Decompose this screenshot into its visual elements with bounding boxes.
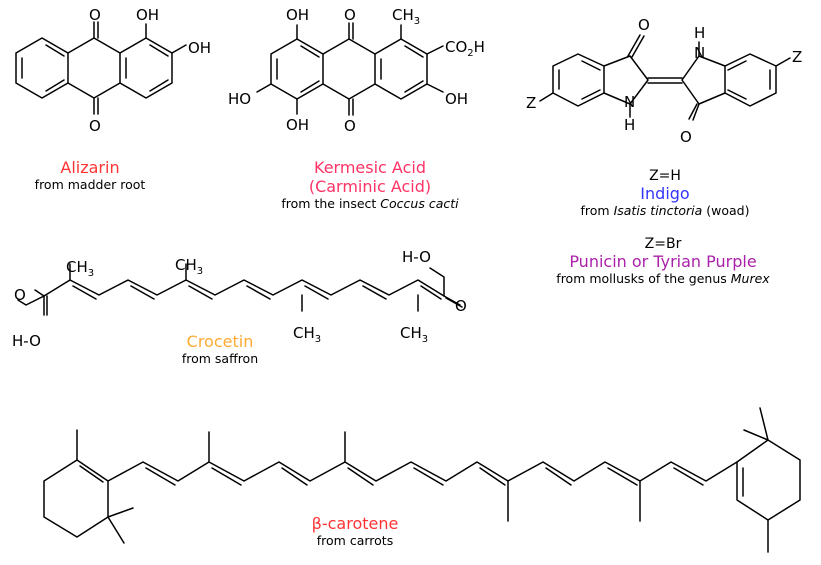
crocetin-ch3-2: CH3: [175, 256, 203, 277]
alizarin-carbonyl-o-bottom: O: [89, 117, 101, 135]
indigo-n-bottom: N: [624, 93, 635, 111]
kermesic-name-line1: Kermesic Acid: [314, 158, 426, 177]
punicin-source: from mollusks of the genus Murex: [556, 271, 770, 286]
indigo-n-top: N: [694, 44, 705, 62]
crocetin-source: from saffron: [181, 351, 259, 366]
beta-carotene-structure: [43, 407, 801, 553]
indigo-z-value: Z=H: [649, 168, 681, 184]
alizarin-caption: Alizarin from madder root: [10, 158, 170, 193]
kermesic-ch3: CH3: [392, 6, 420, 27]
crocetin-ch3-3: CH3: [293, 324, 321, 345]
crocetin-ch3-4: CH3: [400, 324, 428, 345]
kermesic-acid-structure: OH O CH3 CO2H HO OH O OH: [228, 6, 485, 135]
alizarin-structure: O O OH OH: [15, 6, 211, 135]
carotene-caption: β-carotene from carrots: [290, 514, 420, 549]
crocetin-structure: CH3 CH3 CH3 CH3 O H-O H-O O: [12, 248, 467, 350]
crocetin-name: Crocetin: [186, 332, 254, 351]
kermesic-name-line2: (Carminic Acid): [308, 177, 432, 196]
crocetin-ch3-1: CH3: [66, 258, 94, 279]
kermesic-co2h: CO2H: [445, 38, 485, 59]
punicin-z-value: Z=Br: [644, 236, 682, 252]
kermesic-carbonyl-o-top: O: [344, 6, 356, 24]
crocetin-carbonyl-o-left: O: [14, 286, 26, 304]
crocetin-caption: Crocetin from saffron: [150, 332, 290, 367]
alizarin-oh-1: OH: [136, 6, 159, 24]
alizarin-oh-2: OH: [188, 39, 211, 57]
indigo-source: from Isatis tinctoria (woad): [580, 203, 750, 218]
crocetin-ho-right: H-O: [402, 248, 431, 266]
alizarin-carbonyl-o-top: O: [89, 6, 101, 24]
kermesic-oh-top: OH: [286, 6, 309, 24]
indigo-h-top: H: [694, 24, 705, 42]
indigo-o-bottom: O: [680, 128, 692, 146]
indigo-o-top: O: [638, 16, 650, 34]
crocetin-carbonyl-o-right: O: [455, 297, 467, 315]
alizarin-source: from madder root: [34, 177, 146, 192]
indigo-z-right: Z: [792, 48, 802, 66]
kermesic-oh-right: OH: [445, 90, 468, 108]
indigo-caption: Z=H Indigo from Isatis tinctoria (woad): [520, 168, 810, 219]
indigo-structure: O O H N N H Z Z: [526, 16, 802, 146]
indigo-name: Indigo: [640, 184, 690, 203]
punicin-caption: Z=Br Punicin or Tyrian Purple from mollu…: [508, 236, 818, 287]
carotene-source: from carrots: [316, 533, 394, 548]
kermesic-source: from the insect Coccus cacti: [281, 196, 459, 211]
kermesic-carbonyl-o-bottom: O: [344, 117, 356, 135]
alizarin-name: Alizarin: [60, 158, 120, 177]
punicin-name: Punicin or Tyrian Purple: [569, 252, 757, 271]
indigo-z-left: Z: [526, 94, 536, 112]
kermesic-ho-left: HO: [228, 90, 251, 108]
kermesic-oh-bottom: OH: [286, 116, 309, 134]
indigo-h-bottom: H: [624, 116, 635, 134]
crocetin-ho-left: H-O: [12, 332, 41, 350]
carotene-name: β-carotene: [311, 514, 399, 533]
kermesic-caption: Kermesic Acid (Carminic Acid) from the i…: [240, 158, 500, 212]
